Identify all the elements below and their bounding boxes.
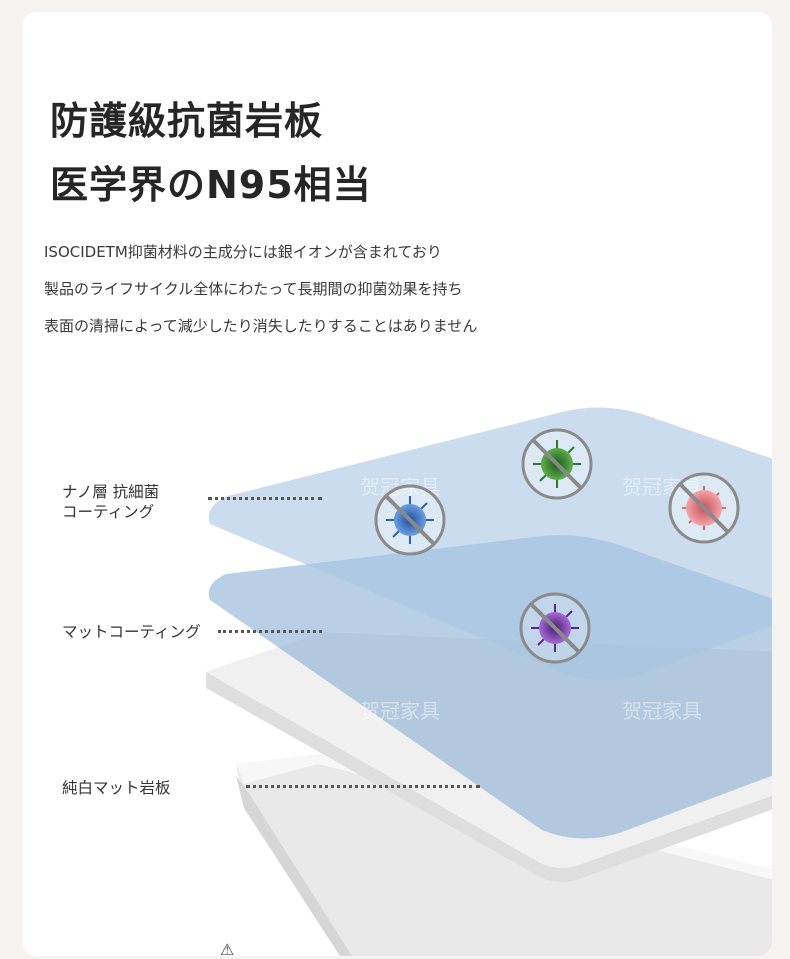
headline-line-1: 防護級抗菌岩板 — [50, 99, 324, 143]
headline-line-2: 医学界のN95相当 — [50, 163, 372, 207]
leader-dots — [246, 785, 480, 788]
virus-icon — [519, 592, 591, 664]
leader-dots — [218, 630, 322, 633]
virus-icon — [668, 472, 740, 544]
nano-coating-layer — [208, 407, 772, 681]
layer-diagram: 贺冠家具 贺冠家具 贺冠家具 贺冠家具 — [206, 407, 772, 956]
nano-coating-label-line: コーティング — [62, 503, 155, 521]
description-line: 製品のライフサイクル全体にわたって長期間の抑菌効果を持ち — [44, 280, 463, 298]
virus-icon — [374, 484, 446, 556]
product-card: 防護級抗菌岩板 医学界のN95相当 ISOCIDETM抑菌材料の主成分には銀イオ… — [22, 12, 772, 956]
cursor-icon: ⚠ — [220, 940, 235, 956]
watermark: 贺冠家具 — [360, 699, 440, 723]
nano-coating-label-line: ナノ層 抗細菌 — [62, 483, 160, 501]
nano-coating-label: ナノ層 抗細菌 コーティング — [62, 482, 159, 522]
white-slab-label: 純白マット岩板 — [62, 779, 171, 797]
virus-icon — [521, 428, 593, 500]
watermark: 贺冠家具 — [622, 699, 702, 723]
description-line: ISOCIDETM抑菌材料の主成分には銀イオンが含まれており — [44, 243, 442, 261]
leader-dots — [208, 497, 322, 500]
description: ISOCIDETM抑菌材料の主成分には銀イオンが含まれており 製品のライフサイク… — [44, 234, 564, 345]
matte-coating-label: マットコーティング — [62, 623, 201, 641]
description-line: 表面の清掃によって減少したり消失したりすることはありません — [44, 317, 478, 335]
